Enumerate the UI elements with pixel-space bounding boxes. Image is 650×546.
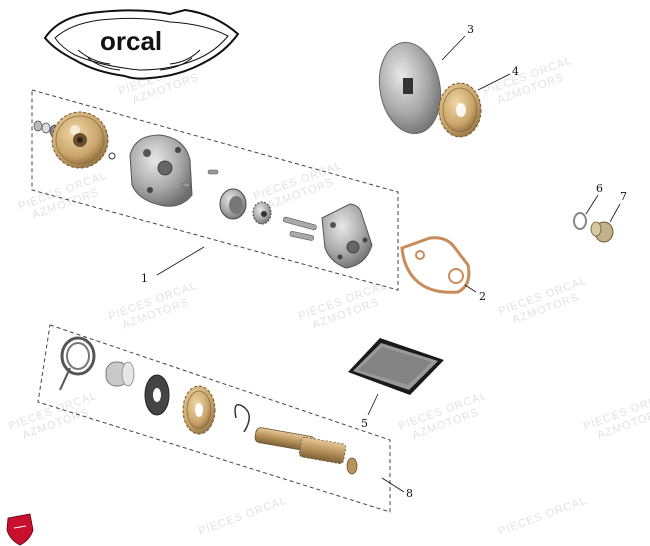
oil-pump-drive-gear bbox=[51, 111, 109, 169]
oil-pump-cover bbox=[321, 203, 373, 269]
outer-rotor bbox=[219, 188, 247, 220]
kick-starter-shaft bbox=[254, 427, 358, 475]
shield-badge-icon bbox=[6, 513, 34, 546]
drive-plate: 3 bbox=[378, 23, 474, 135]
watermark-line1: PIECES ORCAL bbox=[497, 495, 589, 538]
logo-text: orcal bbox=[100, 26, 162, 56]
callout-4: 4 bbox=[512, 65, 519, 78]
inner-rotor bbox=[252, 201, 272, 225]
kick-starter-gear bbox=[182, 385, 216, 435]
drive-gear: 4 bbox=[438, 65, 519, 138]
group-1-assembly: 1 bbox=[31, 89, 399, 291]
bushing bbox=[105, 361, 135, 387]
callout-2: 2 bbox=[479, 290, 486, 303]
callout-3: 3 bbox=[467, 23, 474, 36]
drain-washer: 6 bbox=[573, 182, 603, 230]
group-8-assembly: 8 bbox=[37, 324, 413, 513]
callout-7: 7 bbox=[620, 190, 627, 203]
watermark-line1: PIECES ORCAL bbox=[197, 495, 289, 538]
oil-filter-screen: 5 bbox=[348, 338, 444, 430]
pump-gasket: 2 bbox=[400, 236, 486, 303]
orcal-logo: orcal bbox=[43, 8, 240, 80]
callout-5: 5 bbox=[361, 417, 368, 430]
oil-pump-body bbox=[129, 134, 193, 207]
thrust-washer bbox=[144, 374, 170, 416]
callout-1: 1 bbox=[141, 272, 148, 285]
drain-bolt: 7 bbox=[590, 190, 627, 243]
kick-spring bbox=[59, 336, 96, 391]
callout-6: 6 bbox=[596, 182, 603, 195]
callout-8: 8 bbox=[406, 487, 413, 500]
